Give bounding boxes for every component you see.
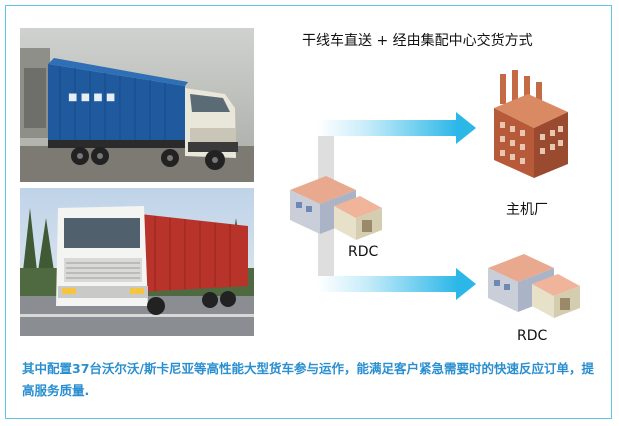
source-rdc-label: RDC xyxy=(348,244,379,260)
warehouse-icon xyxy=(290,176,382,240)
fleet-description: 其中配置37台沃尔沃/斯卡尼亚等高性能大型货车参与运作，能满足客户紧急需要时的快… xyxy=(22,361,594,398)
svg-text:■ ■ ■ ■: ■ ■ ■ ■ xyxy=(68,92,115,103)
warehouse-icon xyxy=(488,254,580,318)
arrow-to-factory xyxy=(318,112,476,144)
arrow-to-rdc xyxy=(318,268,476,300)
factory-icon xyxy=(494,70,568,178)
blue-truck-photo: ■ ■ ■ ■ xyxy=(20,28,254,182)
target-rdc-label: RDC xyxy=(517,328,548,344)
factory-label: 主机厂 xyxy=(506,202,548,218)
delivery-mode-title: 干线车直送 + 经由集配中心交货方式 xyxy=(302,33,533,49)
red-truck-photo xyxy=(20,188,254,336)
